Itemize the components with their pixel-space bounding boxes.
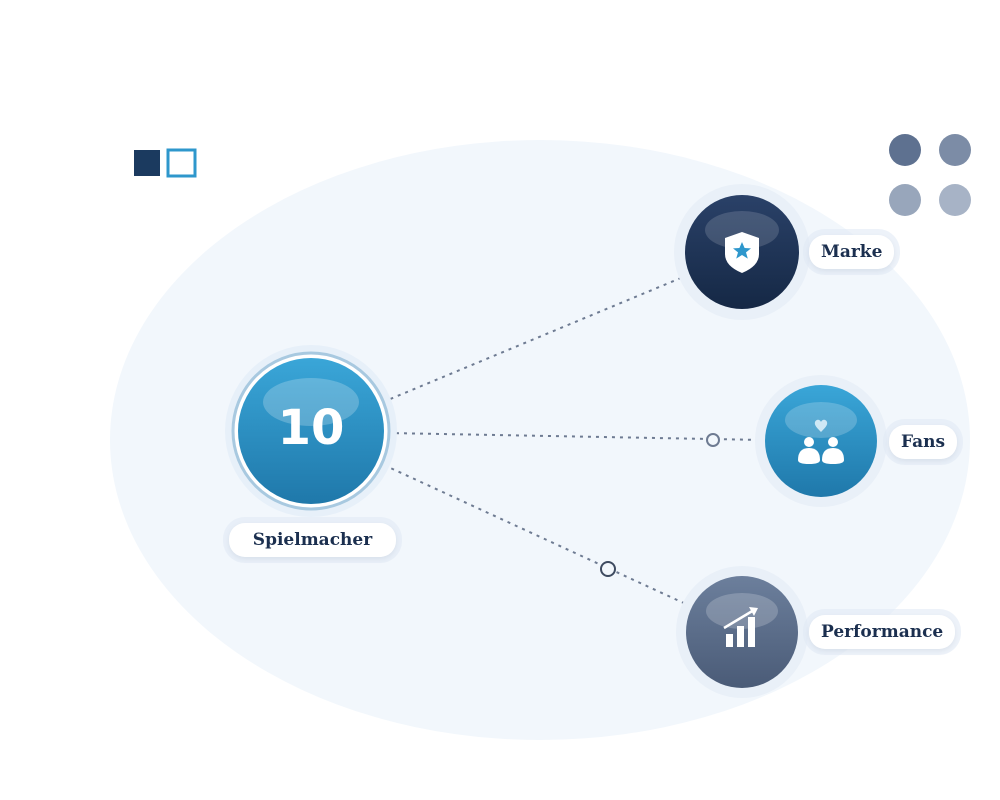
squares-decoration bbox=[134, 148, 197, 178]
node-marke-label: Marke bbox=[809, 235, 895, 269]
shield-star-icon bbox=[725, 232, 759, 273]
node-fans bbox=[755, 375, 887, 507]
connector-dot-fans bbox=[706, 433, 720, 447]
node-fans-highlight bbox=[785, 402, 857, 438]
hub-highlight bbox=[263, 378, 359, 426]
node-marke-highlight bbox=[705, 211, 779, 249]
dot-icon bbox=[939, 184, 971, 216]
dot-icon bbox=[939, 134, 971, 166]
node-performance-highlight bbox=[706, 593, 778, 629]
node-fans-label: Fans bbox=[889, 425, 958, 459]
outlined-square-icon bbox=[166, 148, 197, 178]
node-fans-circle bbox=[765, 385, 877, 497]
filled-square-icon bbox=[134, 150, 160, 176]
node-marke bbox=[674, 184, 810, 320]
hub-circle bbox=[238, 358, 384, 504]
node-performance bbox=[676, 566, 808, 698]
hub-node bbox=[225, 345, 397, 517]
hub-label: Spielmacher bbox=[229, 523, 396, 557]
connector-fans bbox=[387, 432, 765, 441]
dot-icon bbox=[889, 134, 921, 166]
hub-number: 10 bbox=[277, 400, 345, 456]
people-heart-icon bbox=[798, 419, 844, 464]
growth-chart-icon bbox=[723, 607, 758, 647]
dots-decoration bbox=[889, 134, 971, 216]
node-performance-label: Performance bbox=[809, 615, 956, 649]
dot-icon bbox=[889, 184, 921, 216]
connector-dot-performance bbox=[600, 561, 616, 577]
